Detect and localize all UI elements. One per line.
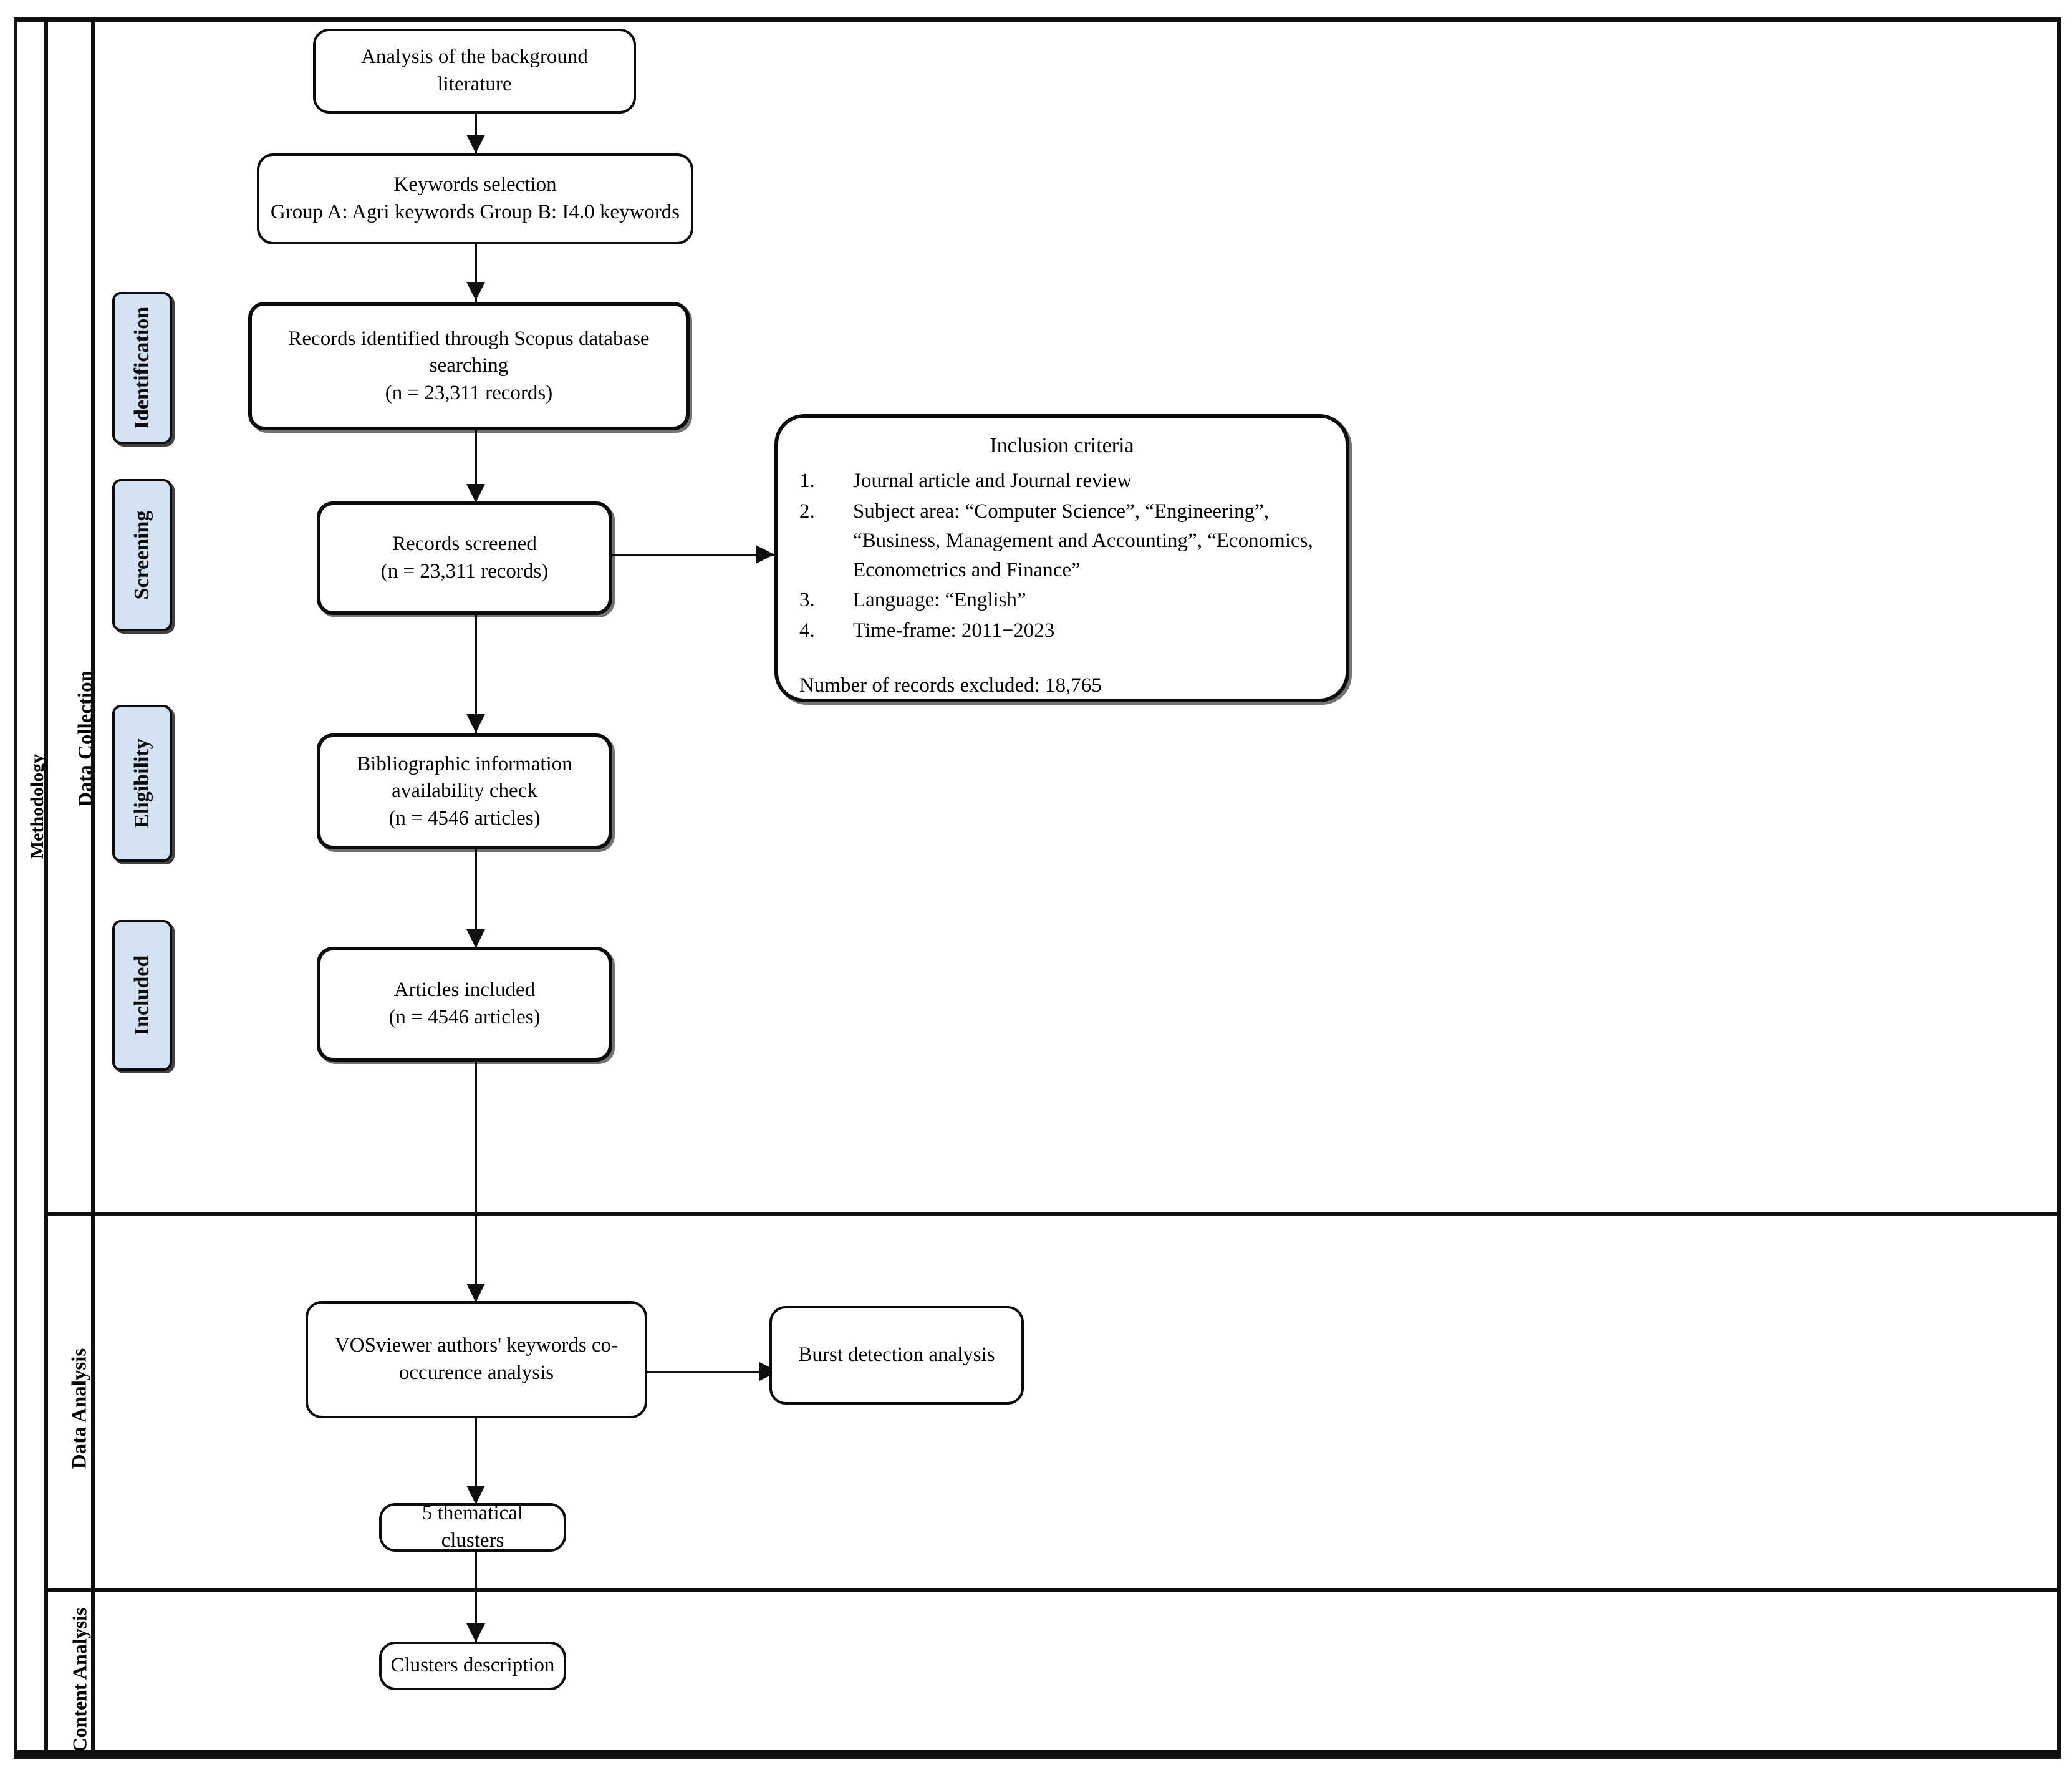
stage-chip-screening-label: Screening (130, 510, 153, 600)
box-keywords-selection-label: Keywords selection Group A: Agri keyword… (270, 173, 680, 223)
stage-chip-eligibility: Eligibility (112, 705, 172, 862)
criteria-item-text: Journal article and Journal review (853, 470, 1132, 492)
box-thematical-clusters: 5 thematical clusters (379, 1502, 566, 1552)
connector-screened-to-criteria (611, 554, 774, 556)
arrowhead-thematical-clusters (466, 1486, 485, 1504)
lane-divider-row-1 (44, 1212, 2061, 1216)
box-articles-included: Articles included (n = 4546 articles) (317, 947, 612, 1062)
connector-screened-to-bibliographic (475, 614, 477, 733)
panel-inclusion-criteria: Inclusion criteria 1. Journal article an… (774, 414, 1349, 702)
box-records-identified-label: Records identified through Scopus databa… (288, 327, 650, 404)
box-records-identified: Records identified through Scopus databa… (248, 302, 690, 430)
arrowhead-bibliographic (466, 714, 485, 733)
frame-right-border (2057, 17, 2061, 1755)
records-excluded-count: Number of records excluded: 18,765 (799, 674, 1102, 697)
lane-divider-row-2 (44, 1588, 2061, 1592)
lane-label-methodology: Methodology (27, 753, 47, 859)
connector-vosviewer-to-burst (647, 1371, 778, 1373)
box-bibliographic-check: Bibliographic information availability c… (317, 733, 612, 849)
lane-divider-column-1 (44, 17, 48, 1755)
arrowhead-records-screened (466, 484, 485, 503)
stage-chip-screening: Screening (112, 479, 172, 631)
criteria-item: 4. Time-frame: 2011−2023 (799, 616, 1324, 646)
arrowhead-clusters-description (466, 1623, 485, 1642)
box-clusters-description-label: Clusters description (390, 1654, 555, 1677)
criteria-item: 3. Language: “English” (799, 586, 1324, 615)
criteria-item-text: Language: “English” (853, 589, 1026, 612)
criteria-item: 2. Subject area: “Computer Science”, “En… (799, 497, 1324, 585)
criteria-item: 1. Journal article and Journal review (799, 467, 1324, 496)
lane-divider-column-2 (91, 17, 95, 1755)
arrowhead-records-identified (466, 282, 485, 301)
stage-chip-identification: Identification (112, 292, 172, 444)
lane-label-data-collection: Data Collection (74, 670, 97, 808)
inclusion-criteria-title: Inclusion criteria (990, 434, 1134, 457)
box-burst-detection: Burst detection analysis (769, 1306, 1024, 1405)
box-records-screened-label: Records screened (n = 23,311 records) (380, 533, 549, 583)
lane-label-content-analysis: Content Analysis (68, 1607, 91, 1753)
criteria-item-number: 1. (799, 470, 815, 492)
arrowhead-inclusion-criteria (756, 545, 774, 564)
arrowhead-keywords (466, 135, 485, 153)
connector-clusters-to-description (475, 1527, 477, 1642)
connector-vosviewer-to-clusters (475, 1417, 477, 1504)
inclusion-criteria-list: 1. Journal article and Journal review 2.… (799, 467, 1324, 646)
box-vosviewer-analysis-label: VOSviewer authors' keywords co-occurence… (334, 1334, 619, 1384)
box-burst-detection-label: Burst detection analysis (798, 1343, 995, 1366)
box-records-screened: Records screened (n = 23,311 records) (317, 501, 612, 615)
connector-articles-to-vosviewer (475, 1060, 477, 1302)
box-background-literature: Analysis of the background literature (313, 29, 636, 114)
criteria-item-text: Time-frame: 2011−2023 (853, 619, 1055, 642)
connector-bibliographic-to-articles (475, 848, 477, 948)
frame-left-border (14, 17, 17, 1755)
arrowhead-articles-included (466, 929, 485, 948)
box-vosviewer-analysis: VOSviewer authors' keywords co-occurence… (306, 1301, 647, 1418)
box-thematical-clusters-label: 5 thematical clusters (422, 1502, 524, 1552)
criteria-item-number: 2. (799, 500, 815, 523)
criteria-item-text: Subject area: “Computer Science”, “Engin… (853, 500, 1313, 581)
arrowhead-vosviewer (466, 1284, 485, 1302)
lane-label-data-analysis: Data Analysis (68, 1348, 91, 1469)
stage-chip-included-label: Included (130, 955, 153, 1036)
connector-records-identified-to-screened (475, 429, 477, 504)
criteria-item-number: 4. (799, 619, 815, 642)
box-background-literature-label: Analysis of the background literature (361, 46, 588, 95)
stage-chip-eligibility-label: Eligibility (130, 738, 153, 828)
box-keywords-selection: Keywords selection Group A: Agri keyword… (257, 153, 693, 244)
criteria-item-number: 3. (799, 589, 815, 612)
box-clusters-description: Clusters description (379, 1642, 566, 1690)
frame-bottom-border (14, 1750, 2061, 1759)
box-articles-included-label: Articles included (n = 4546 articles) (388, 979, 541, 1028)
frame-top-border (14, 17, 2061, 22)
connector-literature-to-keywords (475, 112, 477, 155)
connector-keywords-to-records-identified (475, 243, 477, 302)
box-bibliographic-check-label: Bibliographic information availability c… (357, 752, 572, 830)
stage-chip-identification-label: Identification (130, 306, 153, 430)
stage-chip-included: Included (112, 920, 172, 1071)
